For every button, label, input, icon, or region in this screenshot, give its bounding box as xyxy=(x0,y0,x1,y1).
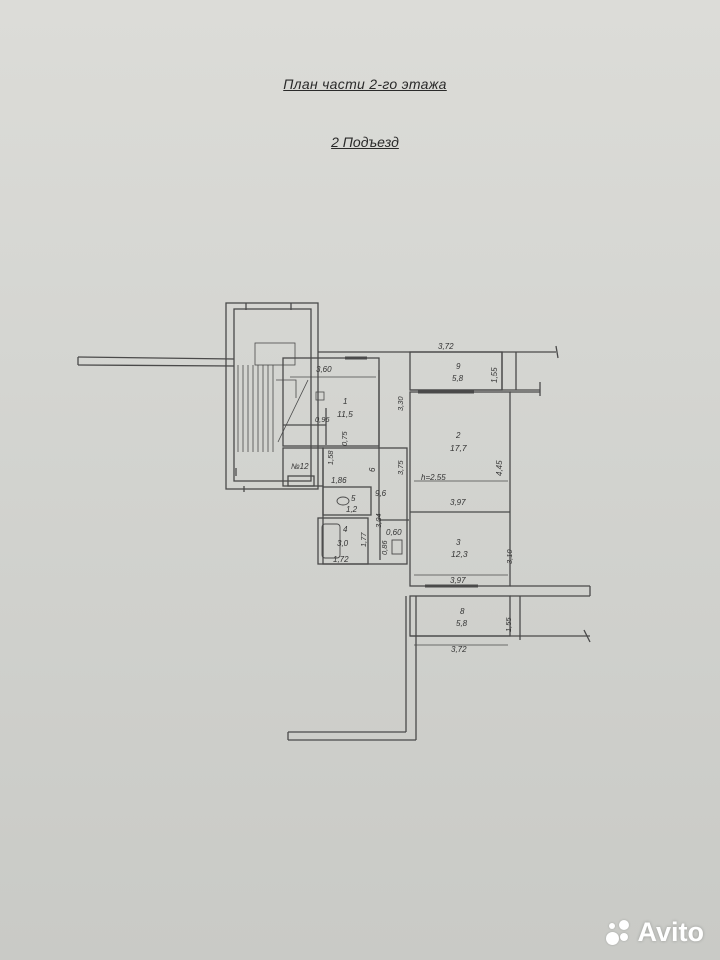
dim-room1-width: 3,60 xyxy=(316,365,332,374)
room-4-number: 4 xyxy=(343,525,348,534)
dim-corridor-depth: 3,75 xyxy=(396,460,405,475)
dim-hall-depth: 1,58 xyxy=(326,450,335,465)
room-6-area: 9,6 xyxy=(375,489,387,498)
room-2-number: 2 xyxy=(455,431,461,440)
dim-bottom-width: 3,72 xyxy=(451,645,467,654)
watermark-text: Avito xyxy=(637,917,705,947)
plan-subtitle: 2 Подъезд xyxy=(331,134,399,150)
dim-small-b: 0,60 xyxy=(386,528,402,537)
dim-room2-depth: 4,45 xyxy=(495,460,504,476)
dim-room1-depth: 3,30 xyxy=(396,396,405,411)
dim-wc-depth: 1,77 xyxy=(359,532,368,547)
dim-hall-width: 1,86 xyxy=(331,476,347,485)
room-9-number: 9 xyxy=(456,362,461,371)
apartment-number: №12 xyxy=(291,462,309,471)
dim-room2-width: 3,97 xyxy=(450,498,466,507)
dim-room1-inner-a: 0,96 xyxy=(315,415,330,424)
room-3-number: 3 xyxy=(456,538,461,547)
plan-title: План части 2-го этажа xyxy=(283,76,447,92)
ceiling-height: h=2.55 xyxy=(421,473,446,482)
dim-bath-width: 1,72 xyxy=(333,555,349,564)
dim-small-a: 0,86 xyxy=(380,540,389,555)
room-8-area: 5,8 xyxy=(456,619,468,628)
dim-room3-width: 3,97 xyxy=(450,576,466,585)
dim-balcony-bottom-depth: 1,55 xyxy=(504,617,513,632)
room-4-area: 3,0 xyxy=(337,539,349,548)
dim-room1-inner-b: 0,75 xyxy=(340,431,349,446)
room-2-area: 17,7 xyxy=(450,443,467,453)
dim-room6-depth: 3,04 xyxy=(374,513,383,528)
avito-logo-icon xyxy=(605,919,632,946)
room-5-number: 5 xyxy=(351,494,356,503)
room-8-number: 8 xyxy=(460,607,465,616)
room-5-area: 1,2 xyxy=(346,505,358,514)
dim-top-width: 3,72 xyxy=(438,342,454,351)
avito-watermark: Avito xyxy=(605,917,705,948)
room-3-area: 12,3 xyxy=(451,549,468,559)
room-1-number: 1 xyxy=(343,397,347,406)
dim-balcony-top-depth: 1,55 xyxy=(490,367,499,383)
room-1-area: 11,5 xyxy=(337,409,353,419)
room-9-area: 5,8 xyxy=(452,374,464,383)
room-6-number: 6 xyxy=(368,467,377,472)
dim-room3-depth: 3,10 xyxy=(505,549,514,564)
